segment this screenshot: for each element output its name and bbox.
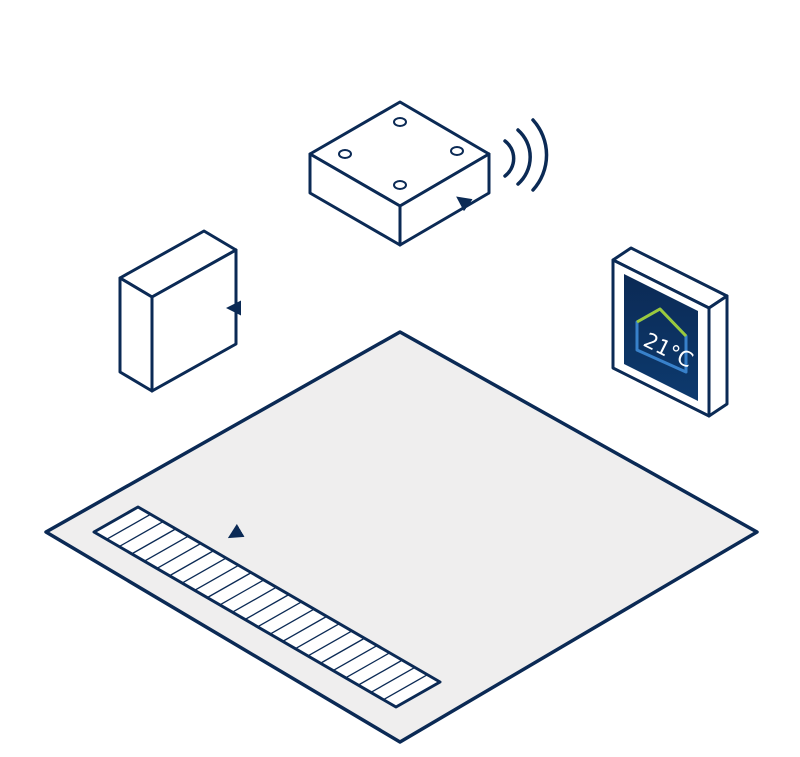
heater-slat <box>106 513 151 540</box>
heater-slats <box>106 513 428 701</box>
heater-slat <box>118 521 164 548</box>
heater-slat <box>219 579 265 606</box>
wall-thermostat: 21°C <box>611 246 729 418</box>
heater-slat <box>169 550 214 577</box>
ceiling-hub-unit <box>308 100 491 247</box>
arrow-to-ceiling-hub <box>456 196 473 212</box>
wifi-signal-icon <box>503 118 549 192</box>
heater-slat <box>345 652 390 679</box>
wall-receiver-box <box>118 229 238 393</box>
heater-slat <box>232 586 277 613</box>
heater-slat <box>357 659 403 686</box>
room-floor <box>44 330 759 744</box>
heater-slat <box>282 615 328 642</box>
heater-slat <box>257 601 302 628</box>
heater-slat <box>131 528 177 555</box>
heater-slat <box>332 644 378 672</box>
heater-slat <box>181 557 227 584</box>
heater-slat <box>206 572 252 599</box>
heater-slat <box>320 637 365 664</box>
heater-slat <box>144 535 189 562</box>
floor-heater-grille <box>92 505 442 709</box>
heater-slat <box>156 542 202 570</box>
heater-slat <box>383 674 428 701</box>
home-temperature-icon <box>635 307 688 374</box>
heater-slat <box>295 623 340 650</box>
heater-slat <box>307 630 353 657</box>
heater-slat <box>244 593 290 621</box>
heater-slat <box>370 666 416 693</box>
heater-slat <box>194 564 239 591</box>
heater-slat <box>269 608 315 635</box>
